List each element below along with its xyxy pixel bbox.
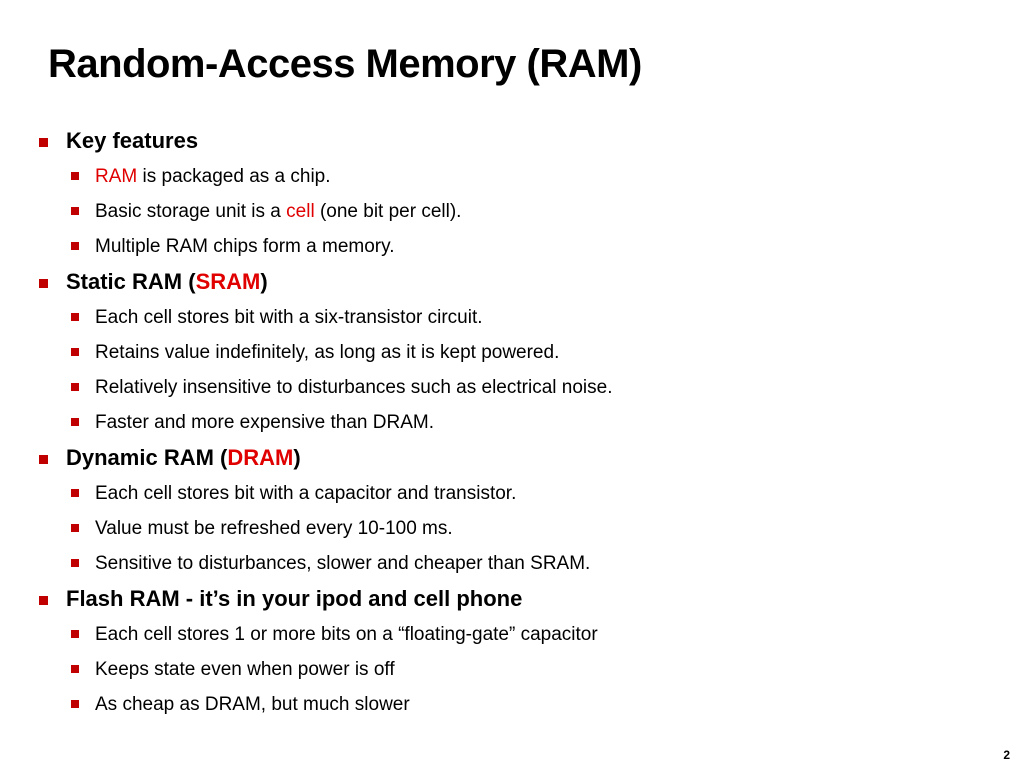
item-text-after: is packaged as a chip. <box>137 166 331 187</box>
item-text: Keeps state even when power is off <box>95 659 395 680</box>
item-text: Each cell stores bit with a six-transist… <box>95 307 483 328</box>
heading-text-after: ) <box>293 445 301 470</box>
list-item: Relatively insensitive to disturbances s… <box>36 371 996 406</box>
square-bullet-icon <box>71 172 79 180</box>
list-item: As cheap as DRAM, but much slower <box>36 688 996 723</box>
list-item: Multiple RAM chips form a memory. <box>36 230 996 265</box>
heading-text: Flash RAM - it’s in your ipod and cell p… <box>66 586 523 611</box>
square-bullet-icon <box>39 279 48 288</box>
list-item: Value must be refreshed every 10-100 ms. <box>36 512 996 547</box>
item-highlight: cell <box>286 201 315 222</box>
item-text: Relatively insensitive to disturbances s… <box>95 377 613 398</box>
slide-title: Random-Access Memory (RAM) <box>48 42 642 86</box>
list-item: Faster and more expensive than DRAM. <box>36 406 996 441</box>
heading-highlight: SRAM <box>195 269 261 294</box>
square-bullet-icon <box>71 348 79 356</box>
section-heading-static-ram: Static RAM (SRAM) <box>36 265 996 301</box>
heading-text: Dynamic RAM ( <box>66 445 228 470</box>
square-bullet-icon <box>71 207 79 215</box>
square-bullet-icon <box>71 489 79 497</box>
square-bullet-icon <box>71 524 79 532</box>
square-bullet-icon <box>71 418 79 426</box>
item-text: Value must be refreshed every 10-100 ms. <box>95 518 453 539</box>
item-text: Basic storage unit is a <box>95 201 287 222</box>
item-highlight: RAM <box>95 166 138 187</box>
item-text: Multiple RAM chips form a memory. <box>95 236 395 257</box>
heading-text: Key features <box>66 128 199 153</box>
list-item: Retains value indefinitely, as long as i… <box>36 336 996 371</box>
square-bullet-icon <box>71 313 79 321</box>
list-item: Each cell stores bit with a capacitor an… <box>36 477 996 512</box>
square-bullet-icon <box>71 630 79 638</box>
section-heading-flash-ram: Flash RAM - it’s in your ipod and cell p… <box>36 582 996 618</box>
square-bullet-icon <box>39 596 48 605</box>
item-text: Retains value indefinitely, as long as i… <box>95 342 560 363</box>
list-item: RAM is packaged as a chip. <box>36 160 996 195</box>
list-item: Sensitive to disturbances, slower and ch… <box>36 547 996 582</box>
section-heading-key-features: Key features <box>36 124 996 160</box>
item-text: Each cell stores 1 or more bits on a “fl… <box>95 624 598 645</box>
square-bullet-icon <box>71 665 79 673</box>
item-text: As cheap as DRAM, but much slower <box>95 694 410 715</box>
item-text: Each cell stores bit with a capacitor an… <box>95 483 517 504</box>
item-text: Faster and more expensive than DRAM. <box>95 412 434 433</box>
list-item: Each cell stores bit with a six-transist… <box>36 301 996 336</box>
square-bullet-icon <box>39 455 48 464</box>
bullet-list: Key features RAM is packaged as a chip. … <box>36 124 996 723</box>
square-bullet-icon <box>71 383 79 391</box>
square-bullet-icon <box>71 242 79 250</box>
section-heading-dynamic-ram: Dynamic RAM (DRAM) <box>36 441 996 477</box>
heading-text: Static RAM ( <box>66 269 196 294</box>
square-bullet-icon <box>39 138 48 147</box>
heading-highlight: DRAM <box>227 445 294 470</box>
square-bullet-icon <box>71 700 79 708</box>
list-item: Keeps state even when power is off <box>36 653 996 688</box>
page-number: 2 <box>1003 748 1010 762</box>
list-item: Each cell stores 1 or more bits on a “fl… <box>36 618 996 653</box>
list-item: Basic storage unit is a cell (one bit pe… <box>36 195 996 230</box>
heading-text-after: ) <box>260 269 268 294</box>
square-bullet-icon <box>71 559 79 567</box>
item-text-after: (one bit per cell). <box>314 201 462 222</box>
item-text: Sensitive to disturbances, slower and ch… <box>95 553 591 574</box>
